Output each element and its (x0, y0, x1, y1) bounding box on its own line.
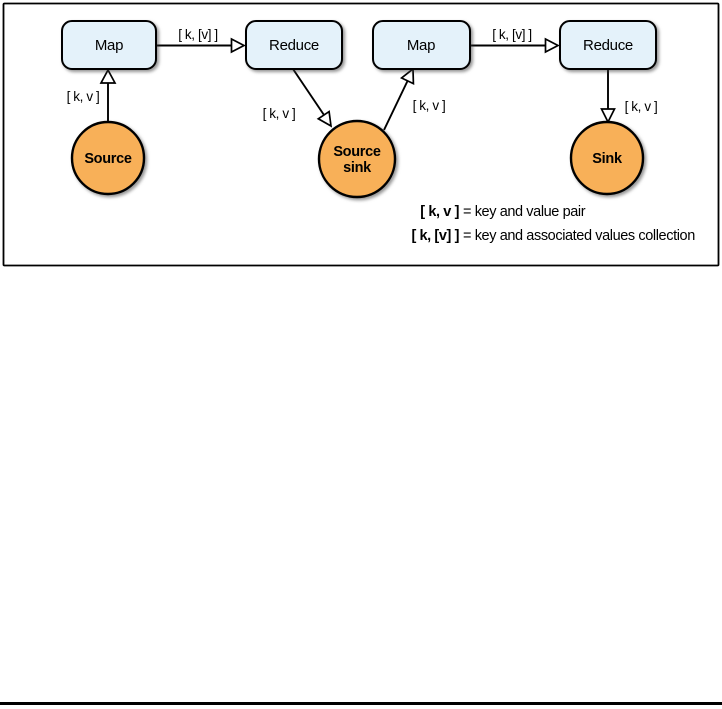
edge-label: [ k, v ] (625, 99, 658, 114)
map2-box (372, 20, 471, 70)
legend-def-kv: = key and value pair (463, 204, 586, 220)
reduce2-box (559, 20, 657, 70)
legend-key-kv: [ k, v ] (420, 204, 459, 220)
reduce2-label: Reduce (583, 37, 633, 54)
node-map1: Map (61, 20, 157, 70)
source-sink-circle (317, 119, 397, 199)
edge-label: [ k, [v] ] (492, 27, 532, 42)
map2-label: Map (407, 37, 435, 54)
figure-frame (2, 2, 720, 267)
arrowhead-right-icon (230, 37, 246, 54)
edge-label: [ k, v ] (263, 106, 296, 121)
source-circle (70, 120, 146, 196)
edge-source-sink-to-map2: [ k, v ] (383, 67, 446, 131)
node-reduce1: Reduce (245, 20, 343, 70)
arrowhead-down-right-icon (316, 110, 333, 128)
arrowhead-up-icon (99, 68, 117, 84)
edge-label: [ k, v ] (67, 89, 100, 104)
node-map2: Map (372, 20, 471, 70)
edge-line (292, 68, 325, 116)
edge-map2-to-reduce2: [ k, [v] ] (470, 27, 560, 54)
map1-box (61, 20, 157, 70)
source-sink-label-line1: Source (333, 144, 381, 160)
node-sink: Sink (569, 120, 645, 196)
legend-key-kvlist: [ k, [v] ] (411, 228, 459, 244)
page-bottom-rule (0, 702, 722, 705)
arrowhead-up-right-icon (399, 67, 415, 85)
reduce1-label: Reduce (269, 37, 319, 54)
edge-source-to-map1: [ k, v ] (67, 68, 117, 122)
map1-label: Map (95, 37, 123, 54)
edge-label: [ k, v ] (413, 98, 446, 113)
edge-label: [ k, [v] ] (178, 27, 218, 42)
sink-label: Sink (592, 151, 623, 167)
arrowhead-right-icon (544, 37, 560, 54)
arrowhead-down-icon (600, 108, 616, 124)
reduce1-box (245, 20, 343, 70)
edge-reduce2-to-sink: [ k, v ] (600, 68, 658, 124)
mapreduce-pipeline-diagram: [ k, v ] [ k, [v] ] [ k, v ] [ k, v ] [ … (2, 2, 720, 267)
node-source: Source (70, 120, 146, 196)
edge-reduce1-to-source-sink: [ k, v ] (263, 68, 333, 128)
node-source-sink: Source sink (317, 119, 397, 199)
source-label: Source (84, 151, 132, 167)
edge-map1-to-reduce1: [ k, [v] ] (156, 27, 246, 54)
node-reduce2: Reduce (559, 20, 657, 70)
legend: [ k, v ] = key and value pair [ k, [v] ]… (411, 204, 695, 244)
edge-line (383, 80, 409, 131)
sink-circle (569, 120, 645, 196)
legend-def-kvlist: = key and associated values collection (463, 228, 695, 244)
source-sink-label-line2: sink (343, 160, 372, 176)
